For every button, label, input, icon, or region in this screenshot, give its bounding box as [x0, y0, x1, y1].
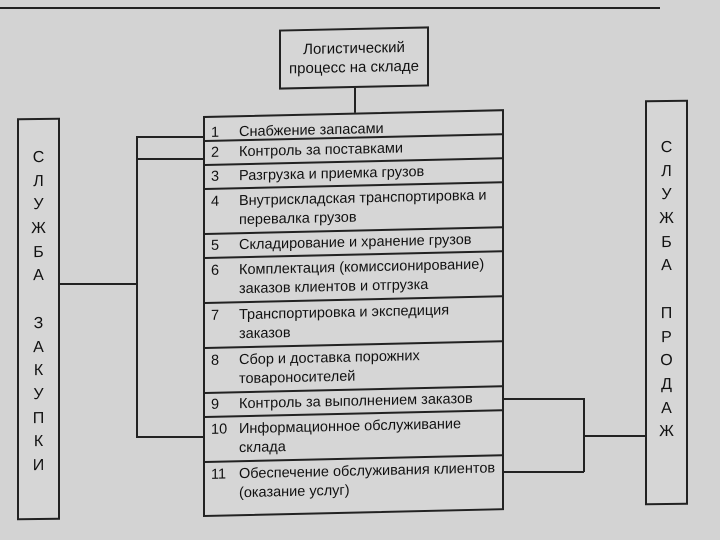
process-steps-list: 1 Снабжение запасами 2 Контроль за поста…	[203, 109, 504, 517]
process-step-4: 4 Внутрискладская транспортировка и пере…	[205, 183, 502, 235]
procurement-service-box: С Л У Ж Б А З А К У П К И	[17, 117, 60, 521]
process-step-10: 10 Информационное обслуживание склада	[205, 411, 502, 463]
service-letter: А	[661, 399, 672, 417]
left-bus-vertical	[136, 136, 138, 438]
service-letter: Б	[661, 233, 672, 251]
process-step-8: 8 Сбор и доставка порожних товароносител…	[205, 342, 502, 394]
service-letter: А	[661, 257, 672, 275]
step-number: 4	[211, 193, 220, 210]
step-number: 8	[211, 352, 220, 369]
service-letter: У	[33, 196, 44, 214]
step-number: 9	[211, 396, 220, 413]
service-letter: У	[33, 385, 44, 403]
right-bus-to-step-9	[504, 398, 584, 400]
title-connector	[354, 88, 356, 116]
step-text: Контроль за выполнением заказов	[239, 390, 473, 413]
step-text: Информационное обслуживание склада	[239, 416, 462, 457]
service-letter: С	[32, 148, 45, 167]
left-connector-horizontal	[60, 283, 137, 285]
service-letter: Ж	[659, 423, 674, 441]
step-number: 2	[211, 144, 220, 161]
step-text: Транспортировка и экспедиция заказов	[239, 302, 450, 343]
step-text: Разгрузка и приемка грузов	[239, 163, 425, 185]
service-letter: Л	[661, 162, 672, 180]
right-bus-to-step-11	[504, 471, 584, 473]
diagram-title: Логистический процесс на складе	[289, 38, 419, 78]
step-text: Внутрискладская транспортировка и перева…	[239, 187, 487, 229]
step-number: 7	[211, 307, 220, 324]
service-letter: Ж	[31, 219, 46, 238]
service-letter: У	[661, 186, 672, 204]
left-bus-to-step-2	[136, 158, 203, 160]
step-text: Обеспечение обслуживания клиентов (оказа…	[239, 460, 496, 502]
service-letter: Л	[33, 172, 44, 190]
service-letter-space	[19, 288, 58, 312]
step-number: 6	[211, 262, 220, 279]
step-number: 10	[211, 421, 228, 438]
step-text: Складирование и хранение грузов	[239, 231, 472, 254]
left-bus-to-step-1	[136, 136, 203, 138]
top-rule	[0, 7, 660, 9]
service-letter: А	[33, 338, 44, 356]
service-letter: К	[33, 433, 44, 451]
process-step-7: 7 Транспортировка и экспедиция заказов	[205, 297, 502, 349]
service-letter: Д	[661, 375, 672, 393]
process-step-6: 6 Комплектация (комиссионирование) заказ…	[205, 252, 502, 304]
service-letter: П	[32, 409, 45, 427]
service-letter: С	[660, 138, 673, 157]
step-text: Контроль за поставками	[239, 140, 403, 161]
service-letter: А	[33, 267, 44, 285]
service-letter: К	[33, 362, 44, 380]
step-number: 3	[211, 168, 220, 185]
service-letter: Р	[661, 328, 672, 346]
service-letter: О	[660, 352, 673, 370]
left-bus-to-step-10	[136, 436, 203, 438]
sales-service-box: С Л У Ж Б А П Р О Д А Ж	[645, 99, 688, 506]
service-letter: П	[660, 304, 673, 322]
service-letter: Б	[33, 243, 44, 261]
step-text: Комплектация (комиссионирование) заказов…	[239, 256, 485, 298]
service-letter: З	[33, 314, 44, 332]
step-text: Сбор и доставка порожних товароносителей	[239, 348, 420, 388]
title-box: Логистический процесс на складе	[279, 26, 429, 90]
step-number: 11	[211, 466, 227, 483]
right-connector-horizontal	[583, 435, 645, 437]
service-letter: Ж	[659, 209, 674, 228]
service-letter: И	[32, 456, 45, 475]
process-step-11: 11 Обеспечение обслуживания клиентов (ок…	[205, 456, 502, 515]
step-number: 1	[211, 124, 220, 141]
service-letter-space	[647, 278, 686, 302]
step-number: 5	[211, 237, 220, 254]
